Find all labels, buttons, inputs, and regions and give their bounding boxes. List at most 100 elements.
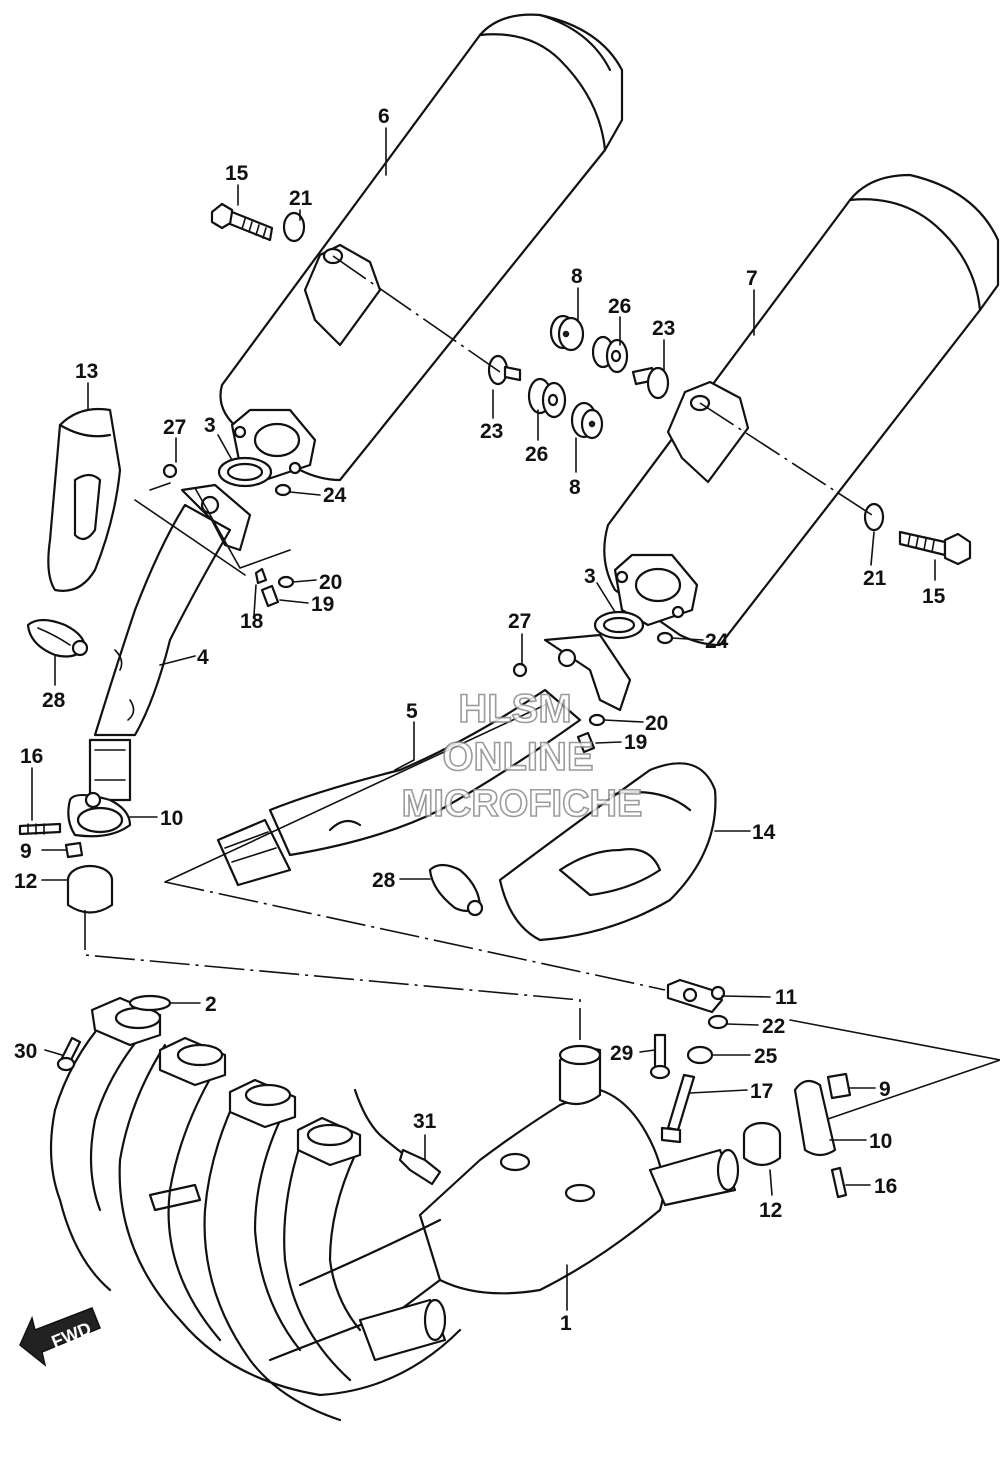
cap-9-left (64, 841, 84, 859)
callout-15: 15 (922, 585, 946, 608)
guide-line (84, 910, 581, 1040)
sleeve-12-left (66, 864, 114, 914)
callout-12: 12 (14, 870, 37, 893)
callout-28: 28 (372, 869, 396, 892)
grommet-25 (686, 1045, 714, 1065)
washer-21-right (863, 502, 885, 532)
callout-3: 3 (584, 565, 596, 588)
exhaust-header-1 (49, 996, 740, 1422)
washer-20-right (588, 713, 606, 727)
heat-shield-14 (498, 762, 717, 942)
heat-shield-13 (47, 407, 122, 592)
callout-23: 23 (480, 420, 503, 443)
fwd-direction-arrow: FWD (19, 1307, 101, 1367)
callout-2: 2 (205, 993, 217, 1016)
callout-20: 20 (319, 571, 342, 594)
callout-11: 11 (775, 986, 798, 1009)
callout-27: 27 (163, 416, 186, 439)
callout-27: 27 (508, 610, 531, 633)
nut-27-left (162, 463, 178, 479)
callout-19: 19 (624, 731, 647, 754)
callout-25: 25 (754, 1045, 778, 1068)
mid-pipe-5 (216, 633, 632, 887)
callout-16: 16 (20, 745, 43, 768)
washer-20-left (277, 575, 295, 589)
bolt-29 (653, 1033, 667, 1070)
callout-31: 31 (413, 1110, 437, 1133)
callout-4: 4 (197, 646, 209, 669)
callout-26: 26 (525, 443, 548, 466)
callout-3: 3 (204, 414, 216, 437)
callout-29: 29 (610, 1042, 633, 1065)
callout-23: 23 (652, 317, 675, 340)
watermark-line2: ONLINE (442, 735, 593, 779)
gasket-2 (128, 994, 172, 1012)
callout-leaders (31, 127, 936, 1311)
callout-6: 6 (378, 105, 390, 128)
clamp-10-right (793, 1079, 837, 1157)
washer-22 (707, 1014, 729, 1030)
callout-22: 22 (762, 1015, 785, 1038)
callout-30: 30 (14, 1040, 37, 1063)
bracket-11 (666, 978, 726, 1014)
callout-24: 24 (705, 630, 729, 653)
muffler-7 (603, 173, 1000, 647)
bolt-16-left (18, 822, 62, 836)
clamp-10-left (67, 791, 132, 838)
nut-24-right (656, 631, 674, 645)
cap-19-right (576, 731, 596, 754)
bolt-15-right (898, 530, 972, 566)
mid-pipe-4 (88, 483, 252, 802)
axis-line (699, 402, 873, 516)
guide-line (164, 704, 546, 883)
cap-9-right (826, 1072, 852, 1100)
sleeve-12-right (742, 1121, 782, 1167)
callout-8: 8 (571, 265, 583, 288)
callout-20: 20 (645, 712, 668, 735)
callout-10: 10 (869, 1130, 892, 1153)
callout-7: 7 (746, 267, 758, 290)
callout-18: 18 (240, 610, 264, 633)
washer-21-left (282, 211, 306, 243)
bolt-16-right (830, 1166, 848, 1199)
mount-stack-lower (487, 354, 604, 440)
callout-17: 17 (750, 1080, 773, 1103)
guide-line (789, 1019, 1000, 1121)
callout-21: 21 (863, 567, 887, 590)
mount-stack-upper (549, 314, 670, 400)
callout-28: 28 (42, 689, 66, 712)
bolt-17 (666, 1073, 696, 1132)
watermark-line3: MICROFICHE (402, 783, 643, 825)
cap-19-left (260, 584, 280, 608)
callout-14: 14 (752, 821, 776, 844)
callout-8: 8 (569, 476, 581, 499)
axis-line (332, 255, 501, 373)
callout-9: 9 (879, 1078, 891, 1101)
watermark: HLSM ONLINE MICROFICHE (401, 686, 643, 826)
callout-24: 24 (323, 484, 347, 507)
callout-5: 5 (406, 700, 418, 723)
callout-1: 1 (560, 1312, 572, 1335)
callout-16: 16 (874, 1175, 897, 1198)
callout-15: 15 (225, 162, 249, 185)
nut-27-right (512, 662, 528, 678)
callout-12: 12 (759, 1199, 782, 1222)
guide-line (164, 881, 666, 991)
watermark-line1: HLSM (458, 687, 571, 731)
clamp-28-right (428, 863, 484, 917)
callout-9: 9 (20, 840, 32, 863)
callout-10: 10 (160, 807, 183, 830)
callout-13: 13 (75, 360, 98, 383)
callout-19: 19 (311, 593, 334, 616)
muffler-6 (219, 13, 624, 482)
bolt-18 (254, 567, 268, 585)
leader-lines (134, 482, 291, 576)
clamp-28-left (26, 618, 89, 658)
callout-21: 21 (289, 187, 313, 210)
nut-24-left (274, 483, 292, 497)
callout-labels: 6 15 21 8 26 23 7 23 26 8 13 27 3 24 20 … (14, 105, 946, 1335)
bolt-15-left (210, 202, 274, 242)
o2-sensor-31 (353, 1088, 442, 1186)
